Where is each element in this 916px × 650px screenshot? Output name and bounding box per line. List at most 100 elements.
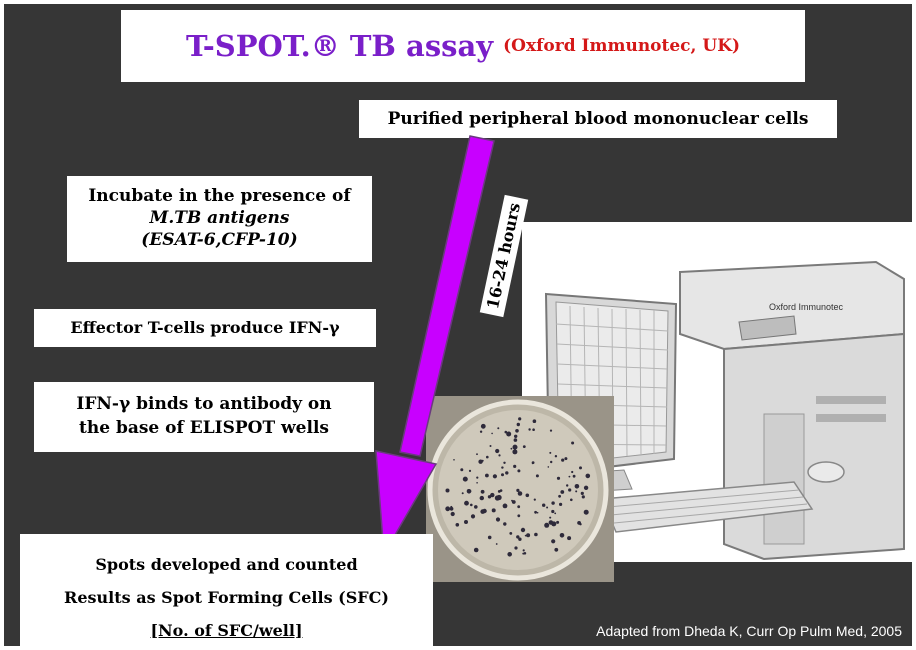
well-spot — [495, 517, 501, 522]
well-spot — [544, 522, 550, 528]
well-spot — [470, 503, 473, 507]
well-spot — [474, 505, 478, 509]
well-spot — [516, 535, 520, 539]
well-spot — [532, 428, 535, 432]
well-spot — [520, 527, 526, 533]
well-spot — [517, 491, 523, 496]
well-spot — [495, 543, 498, 545]
well-spots — [445, 417, 591, 557]
well-spot — [476, 476, 479, 479]
well-spot — [566, 484, 569, 487]
well-spot — [490, 492, 495, 498]
mouse-icon — [807, 461, 845, 483]
well-spot — [512, 444, 518, 450]
well-spot — [489, 445, 492, 447]
well-spot — [528, 428, 531, 431]
source-credit: Adapted from Dheda K, Curr Op Pulm Med, … — [596, 623, 902, 639]
well-spot — [581, 495, 585, 499]
well-spot — [554, 547, 559, 552]
well-spot — [480, 423, 486, 429]
well-spot — [445, 488, 450, 493]
title-box: T-SPOT.® TB assay (Oxford Immunotec, UK) — [121, 10, 805, 82]
well-spot — [518, 537, 522, 541]
well-spot — [480, 489, 485, 494]
well-spot — [502, 503, 508, 509]
well-spot — [554, 455, 558, 458]
well-spot — [522, 445, 526, 448]
reader-brand-label: Oxford Immunotec — [769, 302, 844, 312]
well-spot — [549, 429, 553, 432]
well-spot — [513, 464, 517, 468]
well-spot — [449, 506, 454, 511]
well-spot — [468, 469, 472, 472]
reader-plate-tray — [738, 315, 797, 341]
well-spot — [516, 422, 520, 427]
process-arrow-shaft — [399, 135, 495, 457]
well-spot — [495, 448, 500, 454]
well-spot — [503, 461, 506, 464]
well-spot — [496, 494, 502, 501]
well-spot — [492, 474, 497, 479]
well-spot — [511, 499, 513, 502]
step-pbmc: Purified peripheral blood mononuclear ce… — [359, 100, 837, 138]
well-spot — [517, 514, 521, 518]
well-spot — [518, 417, 522, 421]
well-spot — [455, 523, 460, 527]
well-spot — [571, 470, 574, 474]
well-spot — [514, 546, 518, 550]
well-spot — [453, 459, 455, 461]
well-spot — [547, 466, 550, 468]
well-spot — [511, 500, 516, 504]
well-spot — [522, 549, 525, 552]
well-spot — [476, 482, 478, 484]
well-spot — [549, 451, 552, 454]
well-spot — [506, 431, 512, 437]
well-spot — [549, 516, 552, 519]
well-spot — [491, 432, 493, 435]
well-spot — [517, 505, 521, 509]
well-spot — [512, 449, 518, 455]
well-spot — [487, 535, 492, 540]
well-spot — [517, 469, 521, 473]
well-spot — [479, 430, 483, 433]
well-spot — [473, 547, 479, 553]
title-main: T-SPOT.® TB assay — [185, 29, 494, 63]
well-spot — [487, 495, 492, 499]
well-spot — [526, 533, 531, 538]
well-spot — [576, 485, 580, 488]
well-spot — [580, 491, 584, 495]
well-spot — [551, 509, 555, 514]
well-spot — [571, 441, 575, 445]
well-spot — [559, 502, 563, 506]
well-spot — [507, 552, 512, 557]
well-spot — [460, 468, 464, 472]
well-spot — [445, 506, 451, 512]
well-spot — [466, 489, 471, 493]
well-spot — [560, 490, 565, 494]
well-spot — [504, 430, 508, 434]
results-line2: Results as Spot Forming Cells (SFC) — [64, 588, 389, 607]
well-spot — [515, 429, 519, 433]
well-spot — [485, 473, 489, 478]
well-spot — [464, 500, 469, 506]
well-spot — [509, 532, 513, 535]
results-line3: [No. of SFC/well] — [150, 621, 303, 640]
illustrations: Oxford Immunotec — [375, 135, 912, 582]
well-spot — [513, 438, 518, 442]
well-spot — [478, 459, 483, 464]
well-spot — [501, 473, 504, 477]
incubate-line2: M.TB antigens — [149, 208, 290, 228]
process-arrow-head — [375, 450, 438, 557]
well-spot — [523, 552, 527, 555]
well-spot — [534, 510, 537, 514]
reader-panel — [763, 413, 805, 545]
well-spot — [491, 508, 496, 513]
well-spot — [505, 471, 509, 475]
results-line1: Spots developed and counted — [95, 555, 358, 574]
well-spot — [567, 536, 572, 541]
well-spot — [568, 475, 571, 478]
well-spot — [561, 458, 565, 462]
well-spot — [486, 455, 489, 459]
well-spot — [583, 509, 589, 515]
well-spot — [556, 520, 560, 524]
